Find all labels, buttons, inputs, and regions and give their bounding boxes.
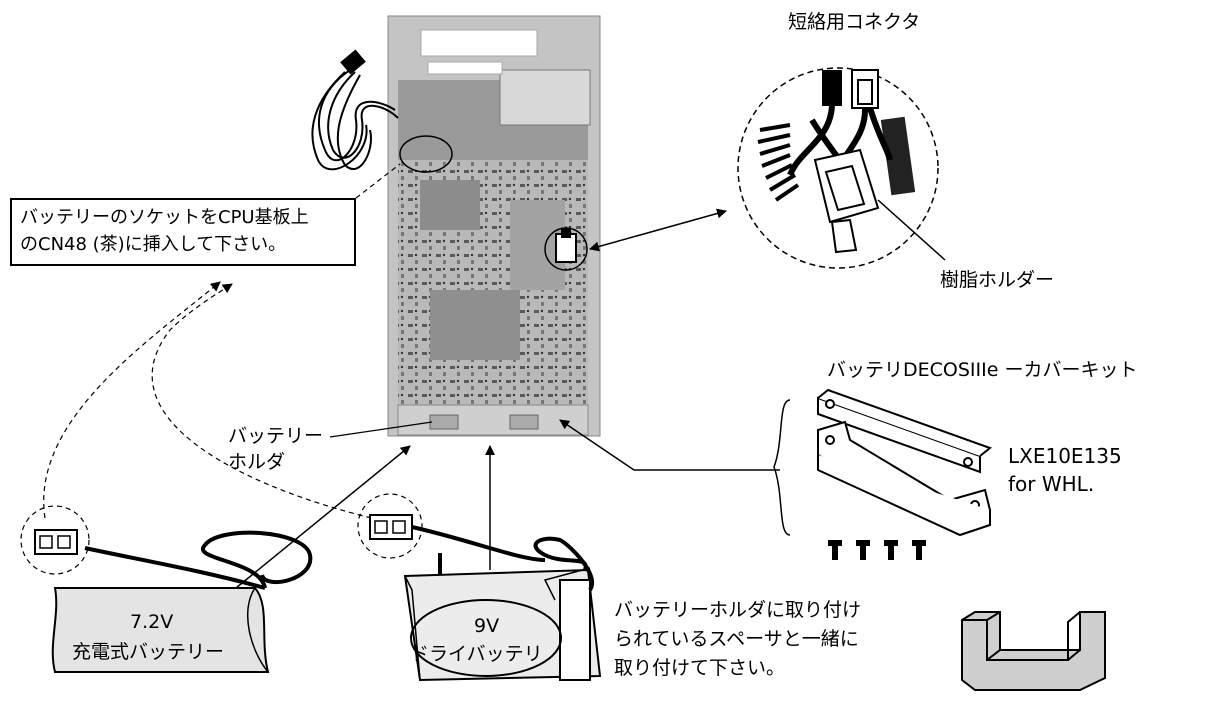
- screws-illustration: [828, 540, 926, 560]
- resin-holder-leader: [877, 199, 946, 261]
- cover-kit-label: バッテリDECOSIIIe ーカバーキット: [827, 359, 1138, 381]
- dry-battery-connector: [369, 514, 413, 540]
- instruction-box: バッテリーのソケットをCPU基板上 のCN48 (茶)に挿入して下さい。: [10, 198, 356, 266]
- dry-name-label: ドライバッテリ: [410, 643, 543, 665]
- battery-holder-label-line1: バッテリー: [228, 425, 324, 447]
- part-number-label: LXE10E135: [1008, 444, 1122, 468]
- battery-holder-label-line2: ホルダ: [228, 451, 286, 473]
- spacer-note-line-2: られているスペーサと一緒に: [614, 628, 859, 650]
- spacer-note-line-3: 取り付けて下さい。: [614, 657, 786, 679]
- cover-kit-illustration: [817, 388, 993, 537]
- instruction-line-2: のCN48 (茶)に挿入して下さい。: [20, 234, 287, 255]
- rechargeable-voltage-label: 7.2V: [130, 611, 174, 633]
- resin-holder-label: 樹脂ホルダー: [940, 269, 1055, 291]
- for-whl-label: for WHL.: [1008, 472, 1095, 496]
- spacer-illustration: [961, 611, 1106, 691]
- cn48-location-circle: [399, 135, 453, 173]
- connector-zoom-circle: [737, 67, 939, 269]
- rechargeable-battery: [51, 530, 313, 673]
- dry-battery: [403, 536, 602, 682]
- cable-bundle: [311, 49, 399, 171]
- dry-voltage-label: 9V: [474, 615, 500, 637]
- spacer-note-line-1: バッテリーホルダに取り付け: [614, 599, 862, 621]
- instruction-line-1: バッテリーのソケットをCPU基板上: [20, 207, 309, 228]
- rechargeable-name-label: 充電式バッテリー: [72, 641, 225, 663]
- rechargeable-connector: [34, 529, 78, 555]
- short-connector-label: 短絡用コネクタ: [788, 11, 921, 33]
- short-connector-illustration: [757, 69, 916, 254]
- control-board-photo: [387, 15, 601, 437]
